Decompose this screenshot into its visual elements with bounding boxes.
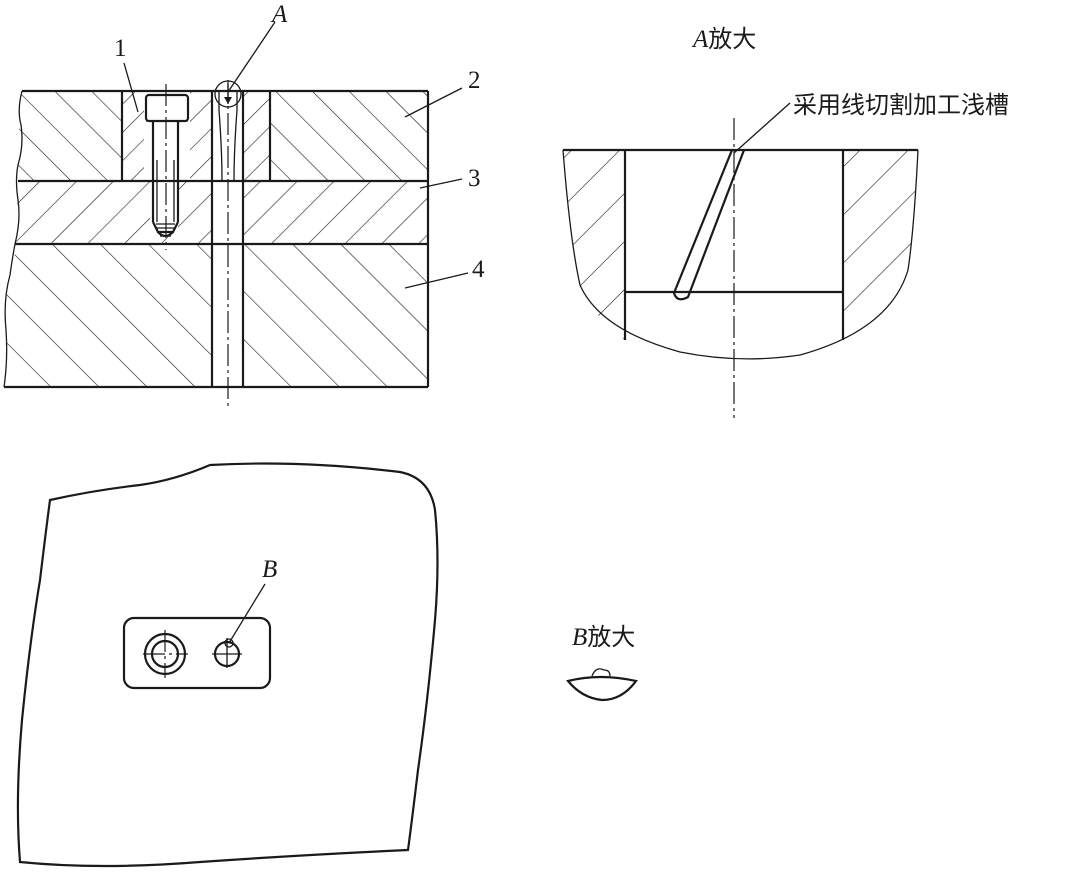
insert-plate <box>122 616 272 690</box>
main-section-view: 1 2 3 4 A <box>3 1 485 408</box>
detail-a-title: A放大 <box>691 25 756 53</box>
leader-4 <box>404 272 469 289</box>
view-marker-a: A <box>270 1 288 28</box>
leader-2 <box>404 87 463 118</box>
detail-a-view: A放大 采用线切割加工浅槽 <box>562 25 1009 418</box>
wire-cut-note: 采用线切割加工浅槽 <box>793 91 1009 119</box>
detail-a-marker-circle <box>214 80 242 108</box>
view-marker-b: B <box>262 556 277 583</box>
leader-1 <box>123 62 139 113</box>
plate-2 <box>17 91 428 181</box>
detail-b-view: B放大 <box>566 623 638 702</box>
part-label-4: 4 <box>472 256 485 283</box>
part-label-2: 2 <box>468 67 481 94</box>
detail-b-title: B放大 <box>572 623 635 651</box>
part-label-3: 3 <box>468 165 481 192</box>
leader-3 <box>419 178 463 189</box>
part-label-1: 1 <box>114 35 127 62</box>
plan-view: B <box>16 462 439 868</box>
